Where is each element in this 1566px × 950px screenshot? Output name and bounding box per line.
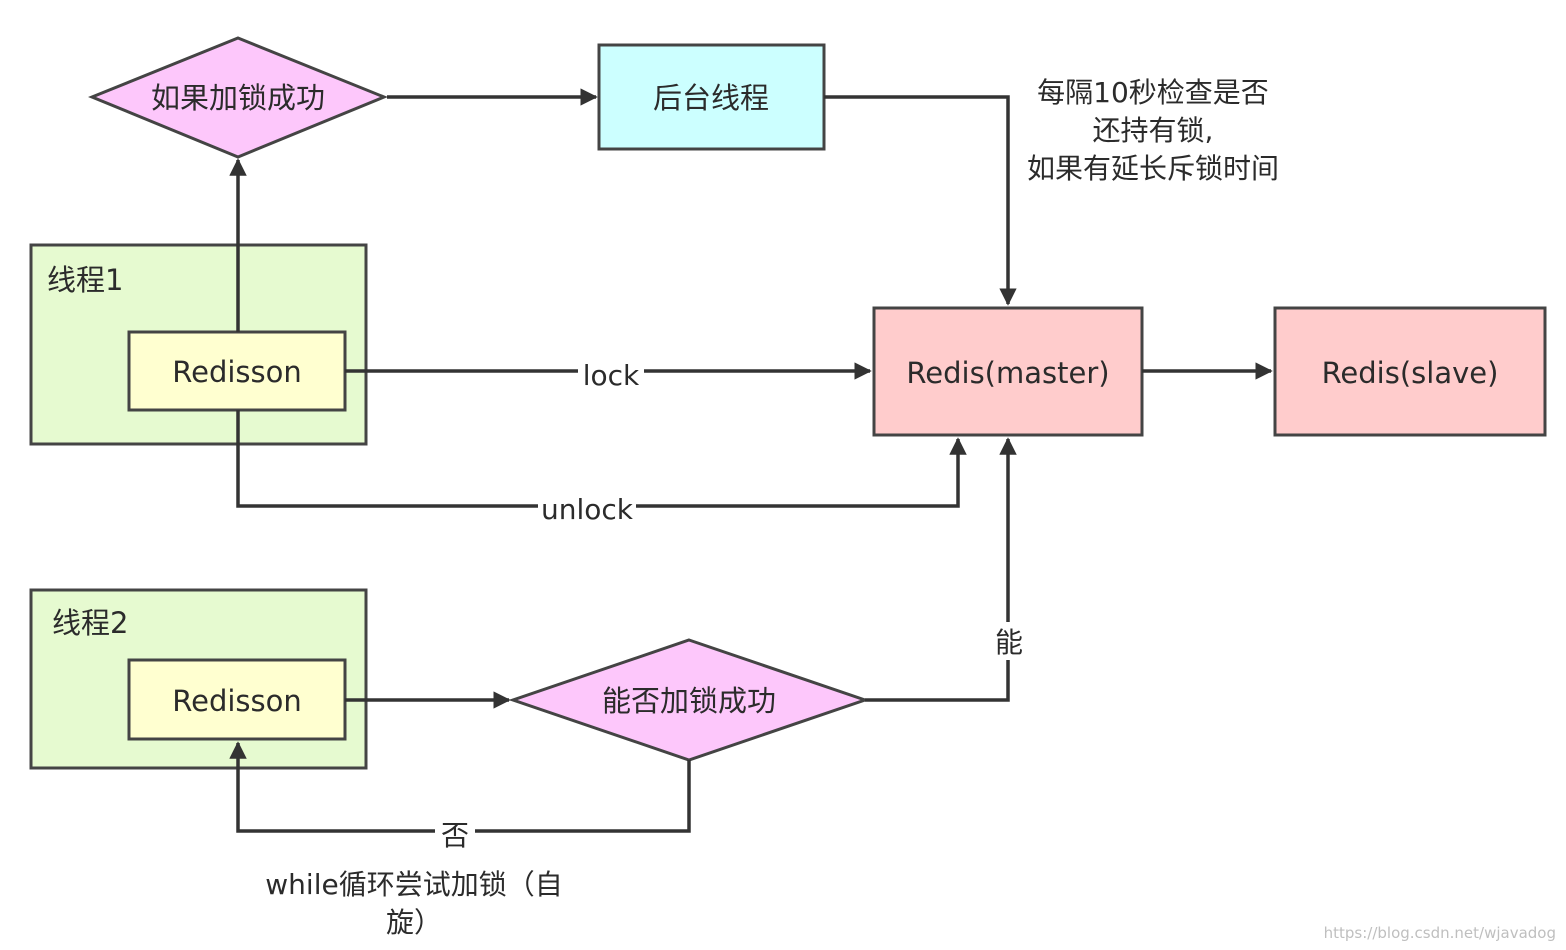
redis-master-box [872,306,1144,437]
can-lock-label: 能否加锁成功 [602,684,776,718]
check-annotation: 每隔10秒检查是否 还持有锁, 如果有延长斥锁时间 [1012,74,1294,188]
spin-annotation-line1: while循环尝试加锁（自 [265,868,563,901]
edge-yes [865,437,1017,702]
spin-annotation-line2: 旋） [385,906,442,939]
edge-label-unlock: unlock [541,493,634,526]
redis-slave-label: Redis(slave) [1322,356,1499,390]
check-annotation-line2: 还持有锁, [1092,114,1214,147]
if-lock-success-label: 如果加锁成功 [151,81,325,115]
spin-annotation: while循环尝试加锁（自 旋） [244,866,584,942]
edge-label-lock: lock [583,359,640,392]
watermark: https://blog.csdn.net/wjavadog [1323,924,1556,942]
thread2-label: 线程2 [52,606,128,640]
edge-background-to-master [824,95,1017,306]
edge-label-yes: 能 [995,626,1023,659]
redis-master-label: Redis(master) [906,356,1109,390]
background-thread-label: 后台线程 [653,81,769,115]
redisson1-box [127,330,347,412]
thread1-label: 线程1 [47,263,123,297]
redis-slave-box [1273,306,1547,437]
edge-label-no: 否 [441,819,469,852]
check-annotation-line3: 如果有延长斥锁时间 [1026,152,1279,185]
redisson2-label: Redisson [172,684,302,718]
redisson1-label: Redisson [172,355,302,389]
if-lock-success-diamond [88,36,388,159]
check-annotation-line1: 每隔10秒检查是否 [1037,76,1269,109]
